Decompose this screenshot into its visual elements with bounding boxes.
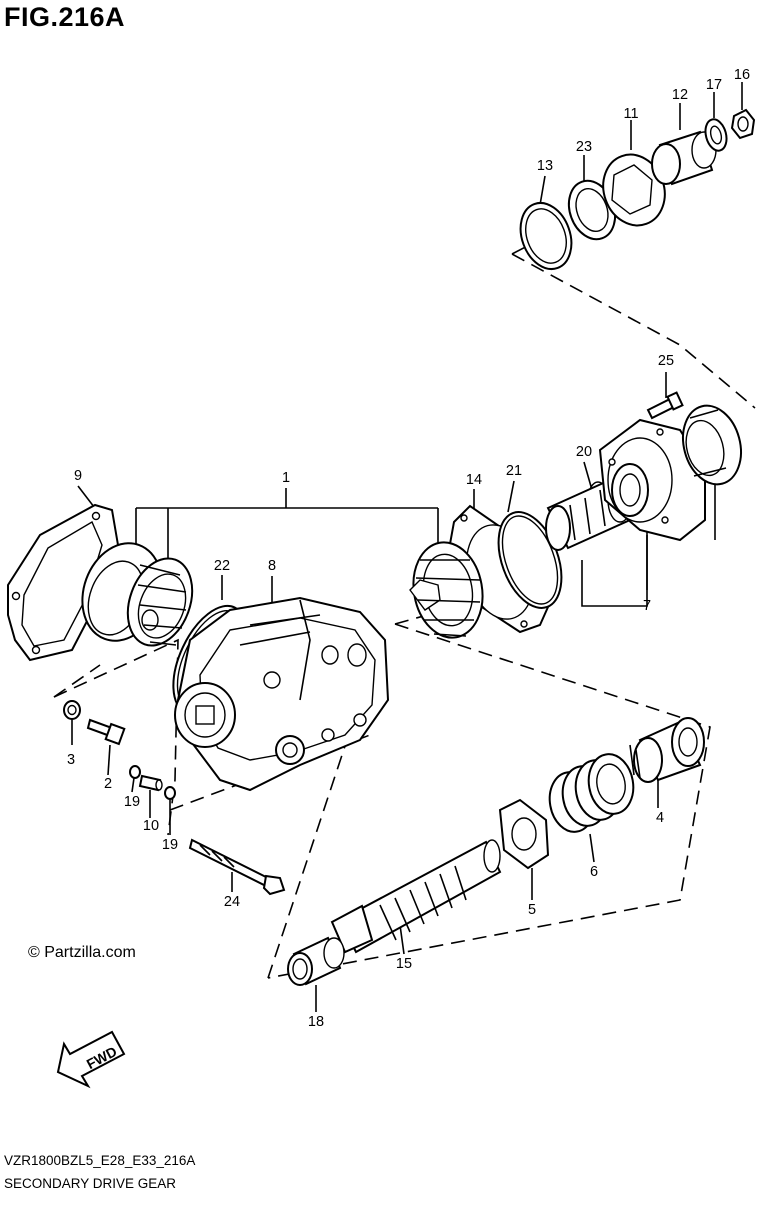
spring-6 [548,753,635,833]
nut-16 [730,108,756,140]
ring-13 [519,202,573,270]
bolt-2 [86,718,126,746]
callout-22: 22 [213,558,231,574]
bevel-gear-left [81,542,194,647]
figure-title: FIG.216A [4,2,126,32]
washer-17 [704,118,728,152]
callout-12: 12 [671,87,689,103]
seal-23 [567,179,617,241]
bolt-24 [188,838,286,896]
callout-14: 14 [465,472,483,488]
cam-follower-5 [498,798,550,870]
callout-8: 8 [267,558,277,574]
bevel-gear-right [409,541,484,639]
leader-lines [71,82,743,1012]
callout-5: 5 [527,902,537,918]
pin-10 [138,774,163,792]
callout-18: 18 [307,1014,325,1030]
callout-10: 10 [142,818,160,834]
callout-24: 24 [223,894,241,910]
drawing-name: SECONDARY DRIVE GEAR [4,1176,177,1191]
drawing-code: VZR1800BZL5_E28_E33_216A [4,1153,196,1168]
callout-19-lower: 19 [161,837,179,853]
watermark-text: © Partzilla.com [28,944,136,961]
needle-bearing-18 [287,936,345,986]
callout-15: 15 [395,956,413,972]
callout-21: 21 [505,463,523,479]
fwd-arrow: FWD [56,1030,126,1089]
callout-16: 16 [733,67,751,83]
callout-13: 13 [536,158,554,174]
callout-6: 6 [589,864,599,880]
o-ring-19b [164,786,176,800]
callout-17: 17 [705,77,723,93]
cam-4 [629,717,705,783]
callout-25: 25 [657,353,675,369]
shaft-15 [330,839,502,954]
lock-nut-11 [602,153,666,227]
callout-7: 7 [642,598,652,614]
callout-1: 1 [281,470,291,486]
o-ring-19a [129,765,141,779]
callout-3: 3 [66,752,76,768]
callout-23: 23 [575,139,593,155]
o-ring-21 [497,511,563,609]
bearing-7-outer [682,404,742,486]
callout-9: 9 [73,468,83,484]
bearing-housing-7 [598,418,706,542]
callout-19-upper: 19 [123,794,141,810]
bolt-25 [646,391,684,420]
callout-11: 11 [623,106,639,122]
callout-20: 20 [575,444,593,460]
callout-4: 4 [655,810,665,826]
bearing-12 [651,130,717,186]
washer-3 [63,700,81,720]
callout-2: 2 [103,776,113,792]
gear-housing-8 [174,596,390,792]
